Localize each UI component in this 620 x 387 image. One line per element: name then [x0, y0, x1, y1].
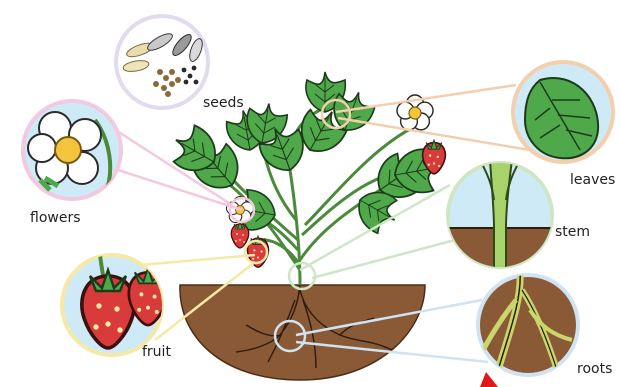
fruit-callout [62, 255, 167, 355]
flowers-label: flowers [30, 210, 81, 226]
fruit-label: fruit [142, 344, 171, 360]
flowers-callout [23, 101, 121, 199]
stem-label: stem [555, 224, 590, 240]
stem-callout [440, 160, 560, 278]
leaves-callout [513, 62, 613, 162]
roots-label: roots [577, 361, 612, 377]
seeds-label: seeds [203, 95, 244, 111]
roots-callout [478, 270, 578, 380]
seeds-callout [116, 16, 208, 108]
leaves-label: leaves [570, 172, 615, 188]
pointer-arrow-icon [480, 372, 498, 387]
